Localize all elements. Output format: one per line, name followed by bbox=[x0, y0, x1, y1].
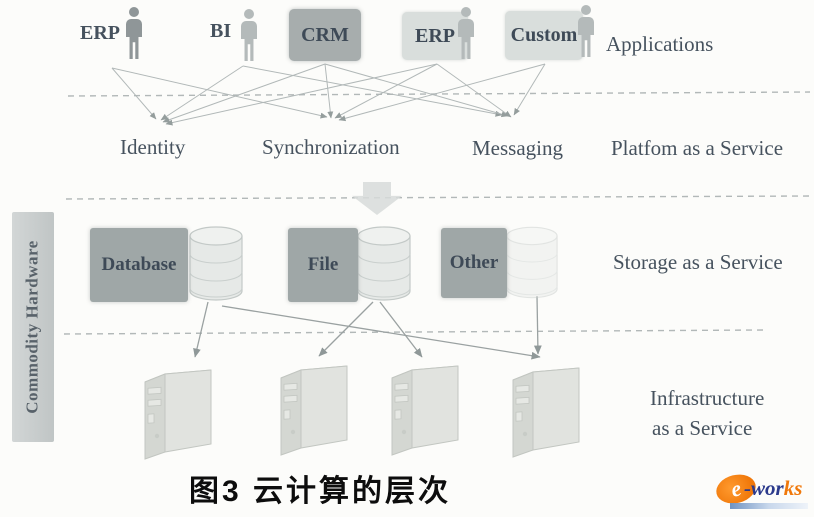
user-icon bbox=[456, 7, 476, 61]
layer-label-applications: Applications bbox=[606, 32, 714, 56]
layer-label-paas: Platfom as a Service bbox=[611, 136, 784, 160]
database-cylinder-icon bbox=[356, 224, 412, 302]
paas-item-messaging: Messaging bbox=[472, 136, 563, 160]
figure-caption: 图3 云计算的层次 bbox=[188, 475, 452, 508]
database-cylinder-icon bbox=[188, 224, 244, 302]
eworks-logo-text: -works bbox=[744, 476, 802, 501]
user-icon bbox=[239, 9, 259, 63]
app-label-bi: BI bbox=[210, 20, 232, 42]
app-box-crm: CRM bbox=[289, 9, 361, 61]
storage-box-database: Database bbox=[90, 228, 188, 302]
paas-item-identity: Identity bbox=[120, 135, 186, 159]
user-icon bbox=[576, 5, 596, 59]
storage-box-file: File bbox=[288, 228, 358, 302]
commodity-hardware-label: Commodity Hardware bbox=[23, 240, 43, 414]
server-tower-icon bbox=[137, 360, 219, 460]
server-tower-icon bbox=[384, 356, 466, 456]
layer-label-iaas-line2: as a Service bbox=[652, 416, 753, 440]
commodity-hardware-bar: Commodity Hardware bbox=[12, 212, 54, 442]
eworks-logo-text-accent: ks bbox=[783, 476, 803, 500]
user-icon bbox=[124, 7, 144, 61]
server-tower-icon bbox=[273, 356, 355, 456]
storage-box-other: Other bbox=[441, 228, 507, 298]
eworks-logo-text-dark: -wor bbox=[744, 476, 784, 500]
flow-down-arrow bbox=[352, 182, 402, 215]
paas-item-synchronization: Synchronization bbox=[262, 135, 400, 159]
eworks-logo: e -works bbox=[702, 470, 812, 514]
eworks-logo-underline bbox=[730, 503, 808, 509]
app-label-erp1: ERP bbox=[80, 22, 120, 44]
layer-label-storage: Storage as a Service bbox=[613, 250, 783, 274]
server-tower-icon bbox=[505, 358, 587, 458]
layer-label-iaas-line1: Infrastructure bbox=[650, 386, 765, 410]
database-cylinder-icon bbox=[505, 224, 559, 300]
app-box-custom: Custom bbox=[505, 11, 583, 60]
